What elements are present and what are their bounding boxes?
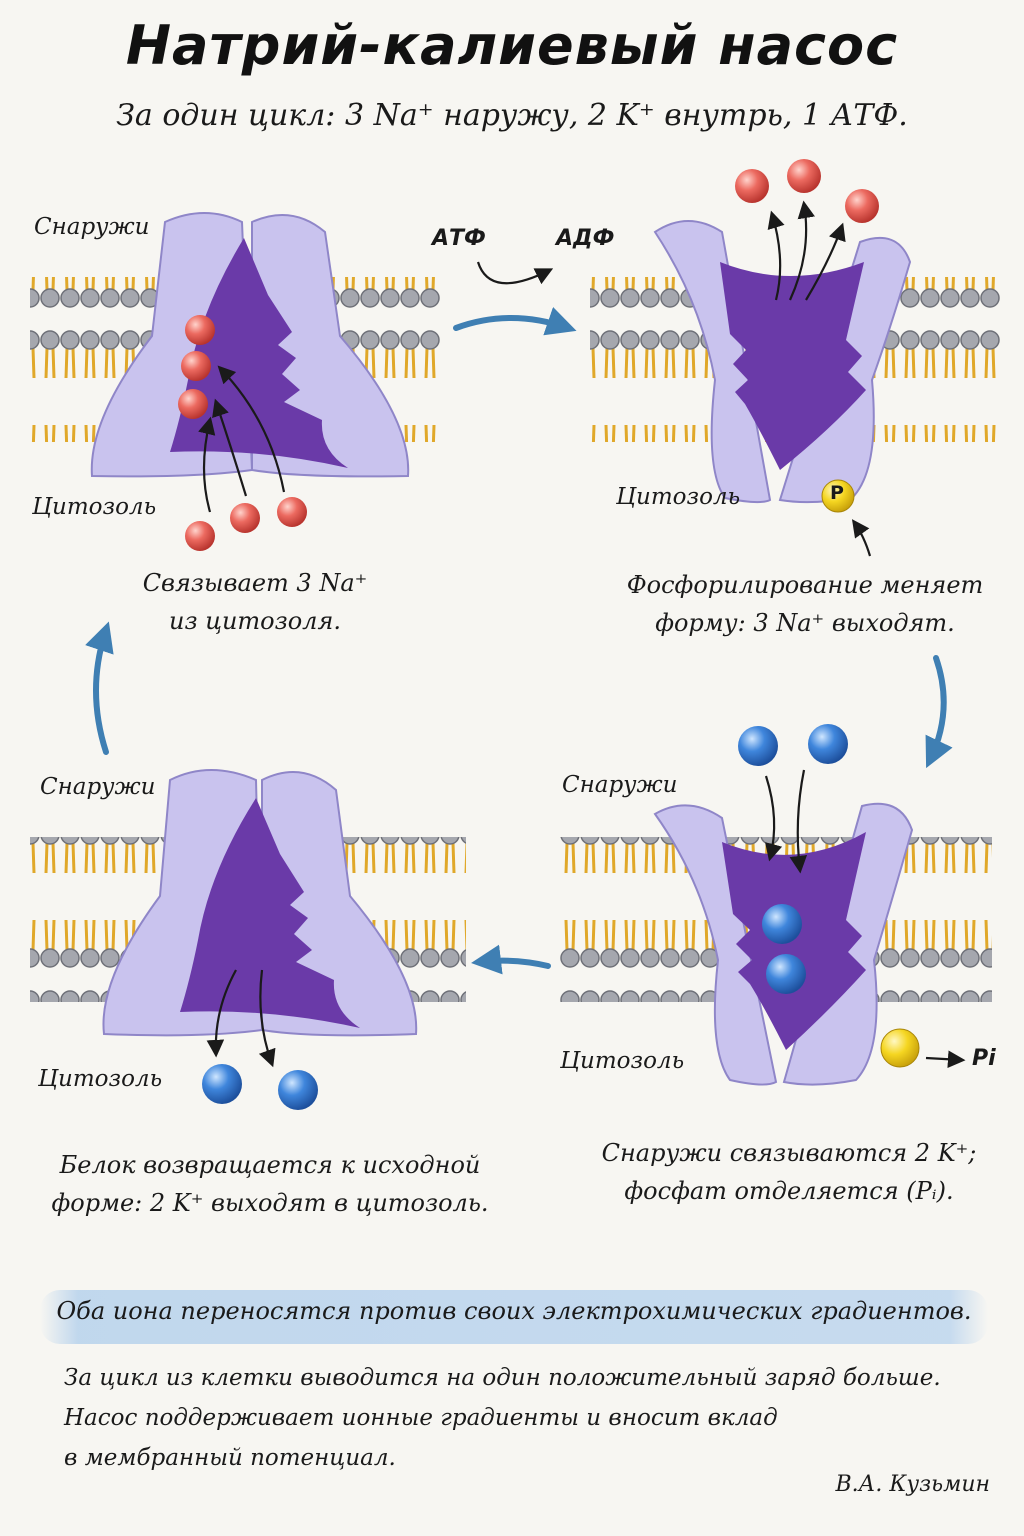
note-line-2: Насос поддерживает ионные градиенты и вн… (64, 1405, 778, 1431)
panel-1-sodium-bound (178, 315, 215, 419)
atp-label: АТФ (432, 226, 486, 251)
step-1-caption-line-1: Связывает 3 Na⁺ (142, 569, 368, 597)
step-4-caption-line-1: Белок возвращается к исходной (59, 1151, 481, 1179)
cycle-arrow-2-to-3 (925, 655, 953, 769)
pi-label: Pi (972, 1046, 996, 1071)
cycle-arrow-1-to-2 (453, 306, 577, 336)
panel-3-outside-label: Снаружи (562, 772, 678, 798)
phosphate-arrow (851, 519, 872, 557)
notes-block: За цикл из клетки выводится на один поло… (64, 1358, 984, 1478)
panel-3-pump (653, 802, 914, 1086)
step-4-caption-line-2: форме: 2 K⁺ выходят в цитозоль. (51, 1189, 489, 1217)
panel-4-cytosol-label: Цитозоль (38, 1066, 163, 1092)
step-2-caption-line-1: Фосфорилирование меняет (626, 571, 984, 599)
panel-4-pump (102, 769, 418, 1037)
panel-2-exit-arrows (767, 200, 846, 301)
panel-1-outside-label: Снаружи (34, 214, 150, 240)
panel-3-potassium-bound (762, 904, 806, 994)
page-subtitle: За один цикл: 3 Na⁺ наружу, 2 K⁺ внутрь,… (116, 98, 908, 133)
cycle-arrow-3-to-4 (471, 944, 551, 975)
note-line-3: в мембранный потенциал. (64, 1445, 396, 1471)
panel-1-pump (90, 212, 410, 478)
step-1-caption: Связывает 3 Na⁺ из цитозоля. (90, 564, 420, 640)
panel-3-potassium-free (738, 724, 848, 766)
panel-4-exit-arrows (206, 969, 276, 1068)
step-1-caption-line-2: из цитозоля. (169, 607, 341, 635)
panel-1-entry-arrows (198, 365, 286, 513)
panel-3-phosphate-released (880, 1028, 966, 1069)
cycle-arrow-4-to-1 (85, 621, 114, 755)
step-4-caption: Белок возвращается к исходной форме: 2 K… (40, 1146, 500, 1222)
panel-2-pump (653, 220, 912, 504)
step-2-caption-line-2: форму: 3 Na⁺ выходят. (655, 609, 955, 637)
step-2-caption: Фосфорилирование меняет форму: 3 Na⁺ вых… (600, 566, 1010, 642)
phosphate-label: P (830, 482, 844, 504)
note-line-1: За цикл из клетки выводится на один поло… (64, 1365, 941, 1391)
step-3-caption-line-1: Снаружи связываются 2 K⁺; (601, 1139, 977, 1167)
adp-label: АДФ (556, 226, 615, 251)
author-signature: В.А. Кузьмин (835, 1472, 990, 1497)
summary-band-text: Оба иона переносятся против своих электр… (56, 1297, 972, 1325)
cycle-arrows (85, 306, 953, 975)
panel-2-sodium-released (735, 159, 879, 223)
panel-3-cytosol-label: Цитозоль (560, 1048, 685, 1074)
panel-4-outside-label: Снаружи (40, 774, 156, 800)
step-3-caption: Снаружи связываются 2 K⁺; фосфат отделяе… (574, 1134, 1004, 1210)
page-title: Натрий-калиевый насос (125, 14, 899, 77)
atp-adp-arrow (476, 261, 554, 285)
step-3-caption-line-2: фосфат отделяется (Pᵢ). (624, 1177, 954, 1205)
panel-1-sodium-free (185, 497, 307, 551)
panel-3-entry-arrows (764, 769, 808, 874)
summary-highlight (40, 1290, 988, 1344)
panel-4-potassium-released (202, 1064, 318, 1110)
panel-2-cytosol-label: Цитозоль (616, 484, 741, 510)
panel-1-cytosol-label: Цитозоль (32, 494, 157, 520)
panel-2-phosphate (821, 479, 855, 513)
